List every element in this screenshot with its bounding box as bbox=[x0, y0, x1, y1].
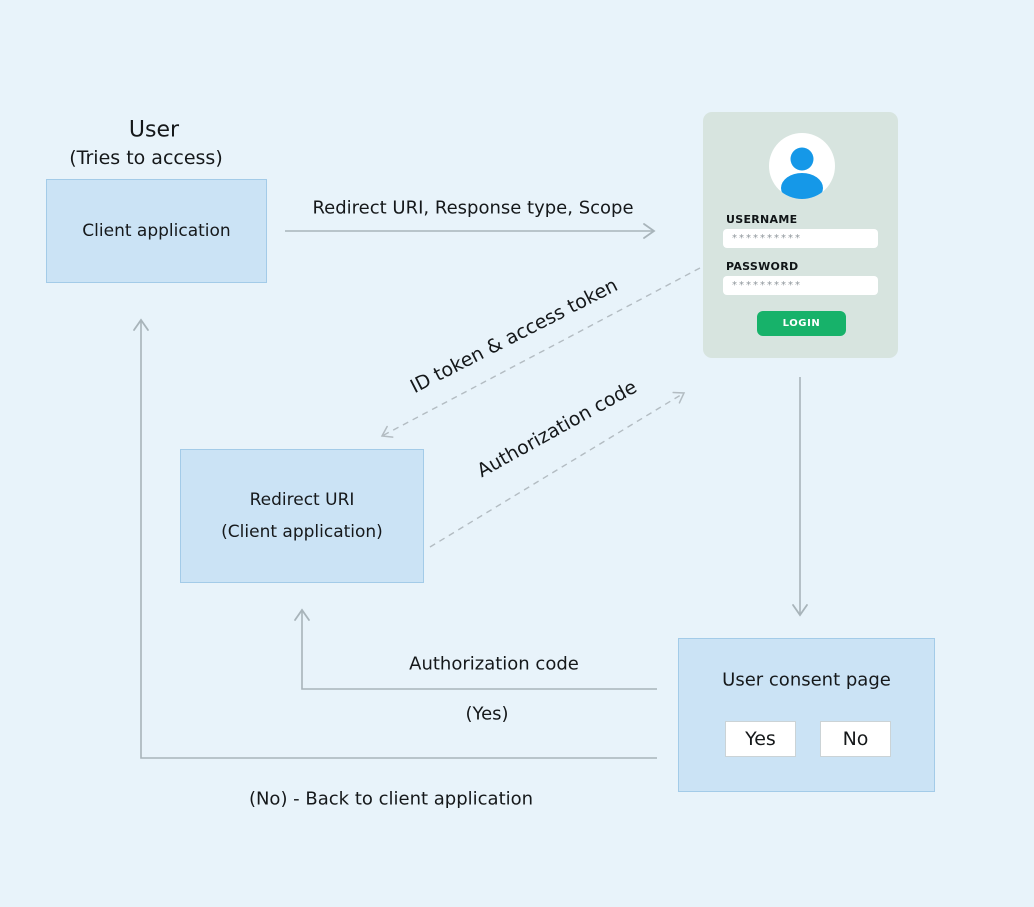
redirect-uri-box: Redirect URI (Client application) bbox=[180, 449, 424, 583]
auth-code-yes-arrow-label: Authorization code bbox=[409, 653, 579, 675]
consent-title: User consent page bbox=[722, 669, 891, 691]
client-application-label: Client application bbox=[82, 221, 231, 241]
user-actor-title: User bbox=[128, 117, 180, 143]
redirect-uri-sublabel: (Client application) bbox=[221, 522, 383, 542]
auth-code-dashed-arrow-label: Authorization code bbox=[473, 375, 641, 483]
username-input[interactable] bbox=[723, 229, 878, 248]
redirect-uri-label: Redirect URI bbox=[249, 490, 355, 510]
consent-no-button[interactable]: No bbox=[820, 721, 891, 757]
request-arrow-label: Redirect URI, Response type, Scope bbox=[312, 197, 634, 219]
password-label: PASSWORD bbox=[726, 260, 799, 273]
password-input[interactable] bbox=[723, 276, 878, 295]
user-avatar-icon bbox=[769, 133, 835, 199]
login-button[interactable]: LOGIN bbox=[757, 311, 846, 336]
login-card: USERNAME PASSWORD LOGIN bbox=[703, 112, 898, 358]
id-token-dashed-arrow bbox=[380, 267, 701, 438]
user-consent-box: User consent page Yes No bbox=[678, 638, 935, 792]
id-token-arrow-label: ID token & access token bbox=[406, 274, 622, 398]
username-label: USERNAME bbox=[726, 213, 798, 226]
consent-yes-arrow bbox=[294, 608, 657, 690]
yes-note-label: (Yes) bbox=[465, 703, 509, 725]
no-note-label: (No) - Back to client application bbox=[248, 788, 534, 810]
consent-yes-button[interactable]: Yes bbox=[725, 721, 796, 757]
user-actor-subtitle: (Tries to access) bbox=[69, 147, 223, 169]
client-application-box: Client application bbox=[46, 179, 267, 283]
